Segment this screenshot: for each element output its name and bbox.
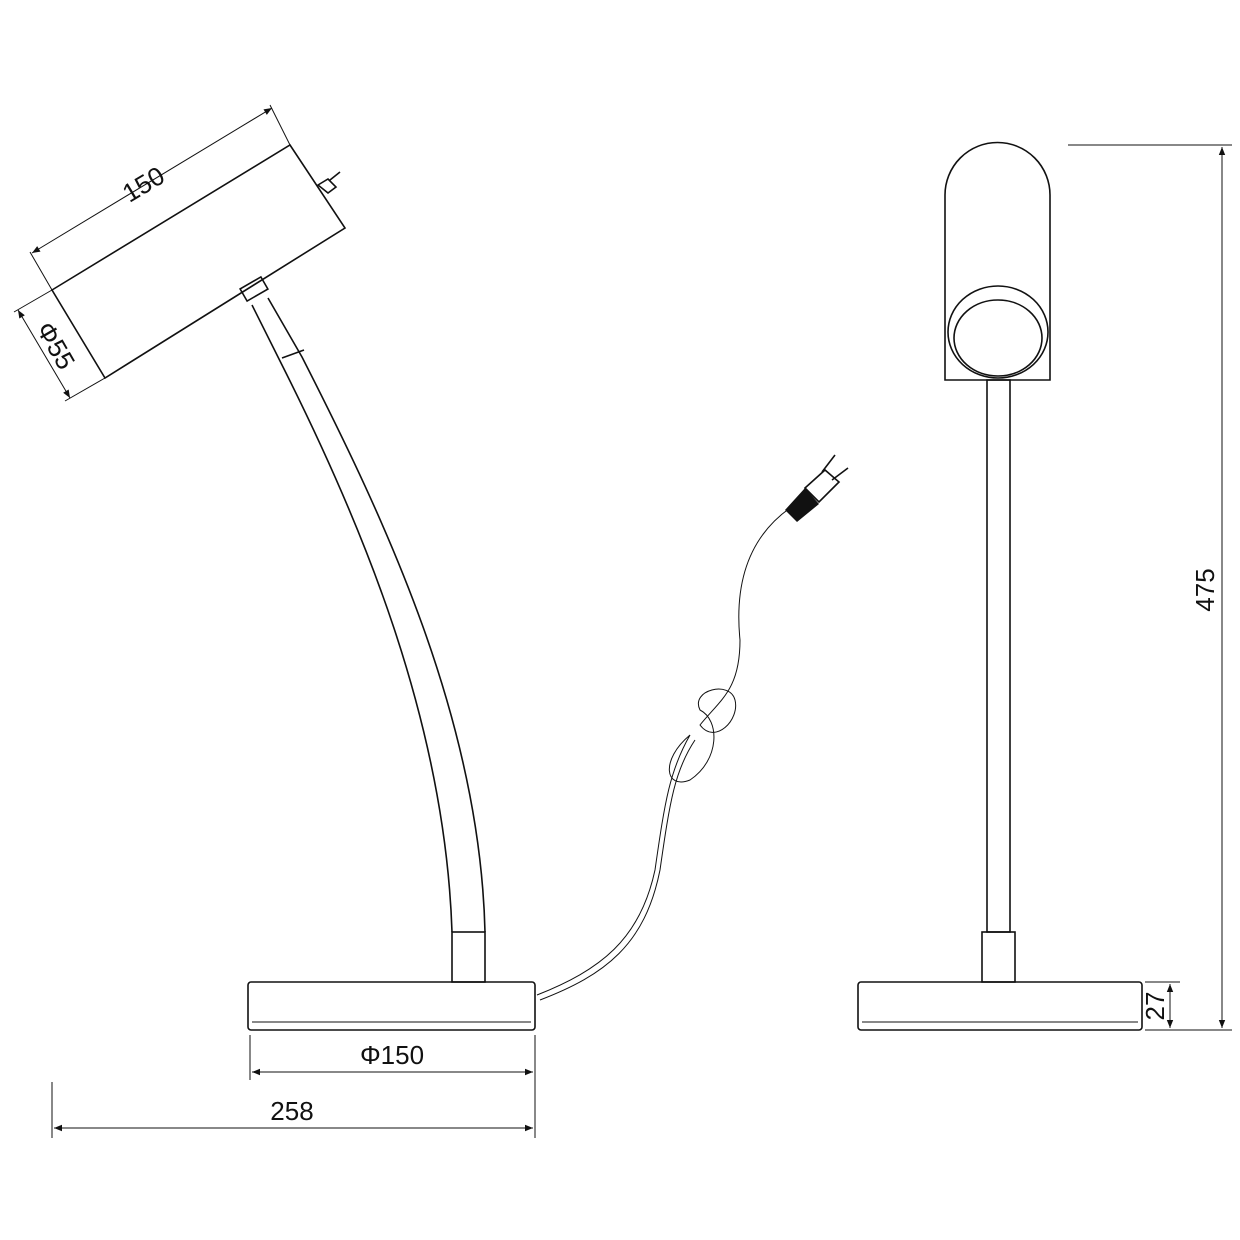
power-cable <box>536 507 791 996</box>
lamp-head-front <box>944 141 1051 381</box>
dim-base-diameter: Φ150 <box>360 1040 424 1070</box>
front-view: 475 27 <box>857 141 1232 1031</box>
dim-total-height: 475 <box>1190 568 1220 611</box>
neck-front <box>981 931 1016 983</box>
dim-head-length: 150 <box>117 160 170 208</box>
switch-icon <box>316 171 341 195</box>
base-front <box>857 981 1143 1031</box>
dim-base-height: 27 <box>1140 992 1170 1021</box>
lamp-head-side <box>50 143 347 380</box>
dim-total-width: 258 <box>270 1096 313 1126</box>
stem-front <box>986 379 1011 933</box>
lamp-arm <box>251 304 453 933</box>
head-joint <box>239 275 269 303</box>
side-view: 150 Φ55 Φ150 258 <box>13 104 849 1138</box>
base-side <box>247 981 536 1031</box>
neck-side <box>451 931 486 983</box>
plug-icon <box>785 454 849 522</box>
